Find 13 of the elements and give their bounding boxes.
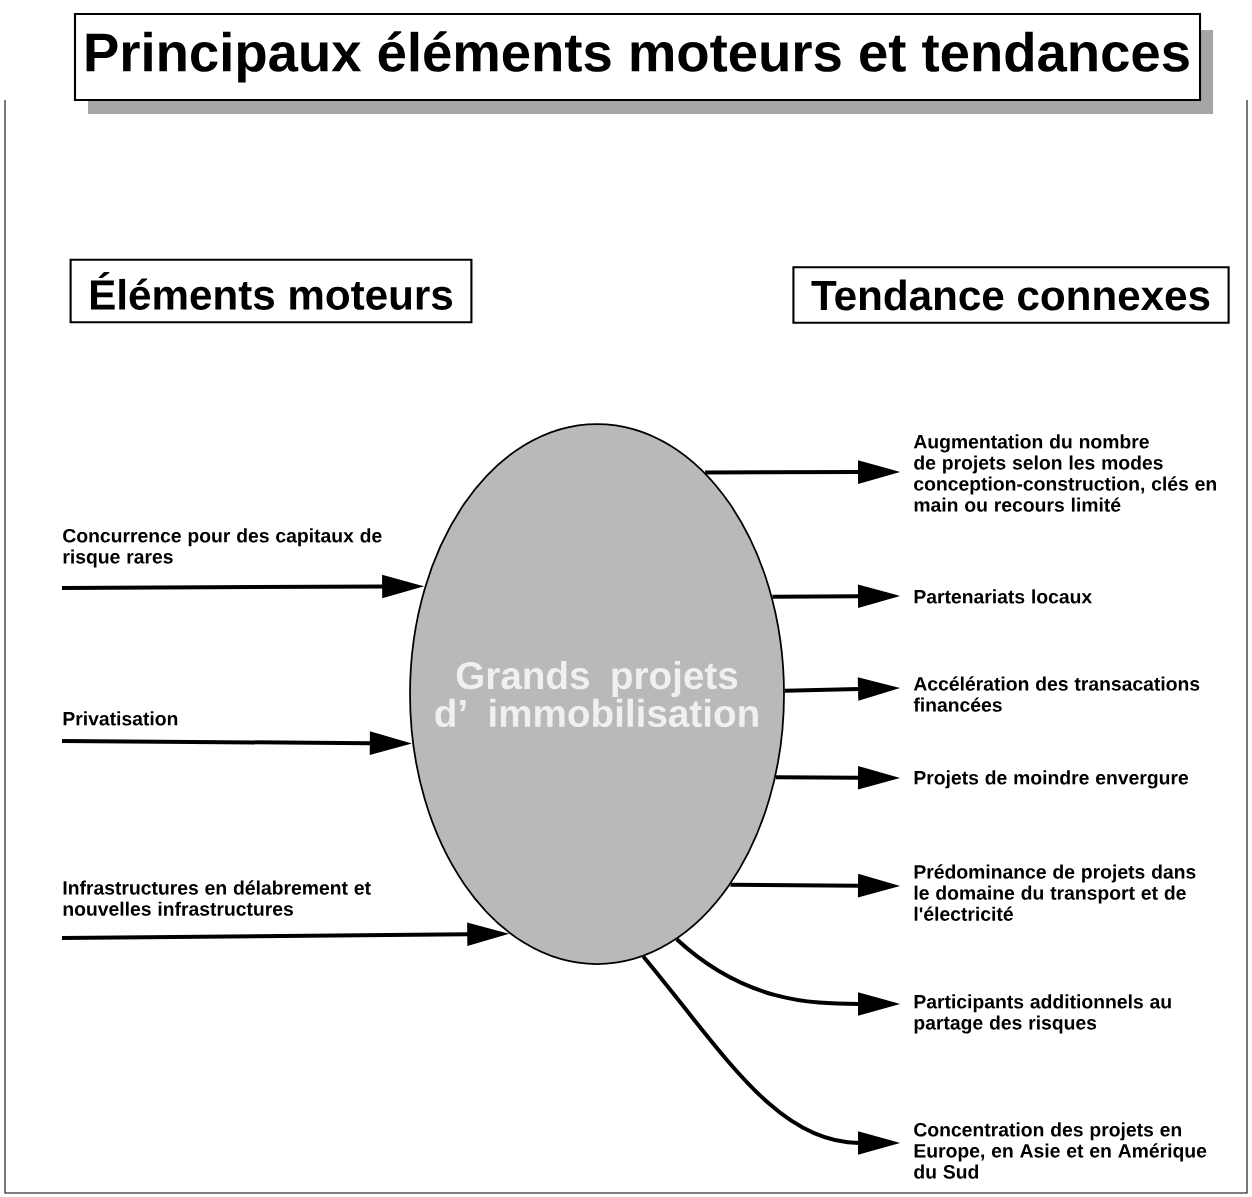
label-text: Prédominance de projets dans le domaine du transport et de l'électricité (914, 864, 1196, 921)
label-text: Infrastructures en délabrement et nouvelles infrastructures (63, 880, 371, 916)
label-text: Augmentation du nombre de projets selon les modes conception-construction, clés en main ou recours limité (913, 434, 1216, 512)
label-text: Concurrence pour des capitaux de risque rares (63, 528, 382, 568)
label-text: Participants additionnels au partage des risques (914, 994, 1171, 1034)
title-box: Principaux éléments moteurs et tendances (73, 12, 1214, 114)
label-text: Privatisation (63, 711, 178, 726)
heading-box: Tendance connexes (792, 266, 1230, 324)
label-text: Concentration des projets en Europe, en Asie et en Amérique du Sud (914, 1122, 1207, 1179)
label-text: Accélération des transacations financées (913, 676, 1200, 712)
label-text: Partenariats locaux (914, 589, 1093, 604)
heading-box: Éléments moteurs (69, 258, 473, 324)
label-text: Projets de moindre envergure (914, 770, 1189, 789)
